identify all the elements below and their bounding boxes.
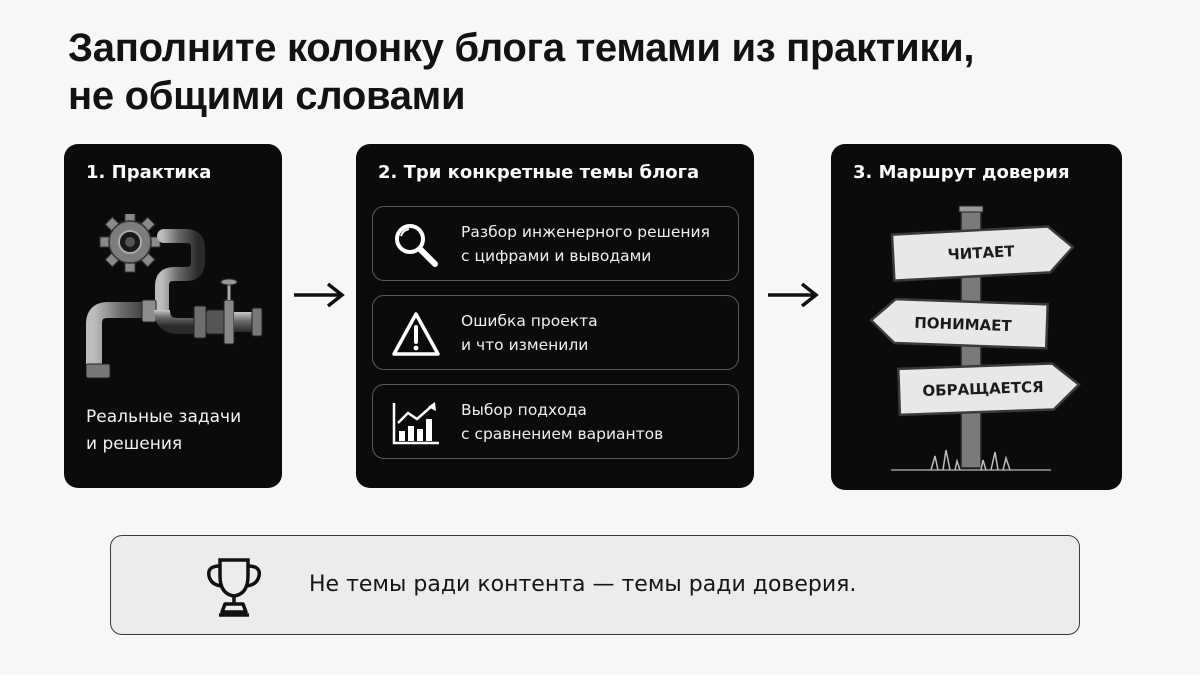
title-line-2: не общими словами bbox=[68, 74, 466, 118]
arrow-right-icon bbox=[294, 282, 345, 308]
topic-card-engineering: Разбор инженерного решения с цифрами и в… bbox=[372, 206, 739, 281]
page-title: Заполните колонку блога темами из практи… bbox=[68, 24, 1068, 120]
panel-trust-route: 3. Маршрут доверия ЧИТАЕТ ПОНИМАЕТ ОБРАЩ… bbox=[831, 144, 1122, 490]
topic-3-line-2: с сравнением вариантов bbox=[461, 425, 664, 443]
caption-line-2: и решения bbox=[86, 434, 183, 454]
panel-trust-heading: 3. Маршрут доверия bbox=[853, 162, 1070, 183]
topic-1-line-1: Разбор инженерного решения bbox=[461, 223, 710, 241]
caption-line-1: Реальные задачи bbox=[86, 407, 242, 427]
title-line-1: Заполните колонку блога темами из практи… bbox=[68, 26, 975, 70]
growth-chart-icon bbox=[392, 402, 439, 445]
topic-3-line-1: Выбор подхода bbox=[461, 401, 587, 419]
topic-1-line-2: с цифрами и выводами bbox=[461, 247, 652, 265]
signpost-icon: ЧИТАЕТ ПОНИМАЕТ ОБРАЩАЕТСЯ bbox=[869, 205, 1081, 471]
topic-card-approach: Выбор подхода с сравнением вариантов bbox=[372, 384, 739, 459]
panel-practice-heading: 1. Практика bbox=[86, 162, 212, 183]
summary-bar: Не темы ради контента — темы ради довери… bbox=[110, 535, 1080, 635]
sign-contacts: ОБРАЩАЕТСЯ bbox=[922, 378, 1044, 400]
panel-practice-caption: Реальные задачи и решения bbox=[86, 404, 266, 458]
magnifier-icon bbox=[395, 224, 438, 267]
panel-topics-heading: 2. Три конкретные темы блога bbox=[378, 162, 700, 183]
panel-topics: 2. Три конкретные темы блога Разбор инже… bbox=[356, 144, 754, 488]
arrow-right-icon bbox=[768, 282, 819, 308]
topic-card-mistake: Ошибка проекта и что изменили bbox=[372, 295, 739, 370]
topic-2-line-1: Ошибка проекта bbox=[461, 312, 598, 330]
sign-understands: ПОНИМАЕТ bbox=[914, 314, 1013, 335]
pipes-gear-icon bbox=[86, 214, 263, 379]
panel-practice: 1. Практика bbox=[64, 144, 282, 488]
trophy-icon bbox=[206, 558, 262, 617]
warning-icon bbox=[392, 312, 440, 356]
sign-reads: ЧИТАЕТ bbox=[947, 242, 1016, 264]
summary-text: Не темы ради контента — темы ради довери… bbox=[309, 572, 857, 597]
topic-2-line-2: и что изменили bbox=[461, 336, 589, 354]
